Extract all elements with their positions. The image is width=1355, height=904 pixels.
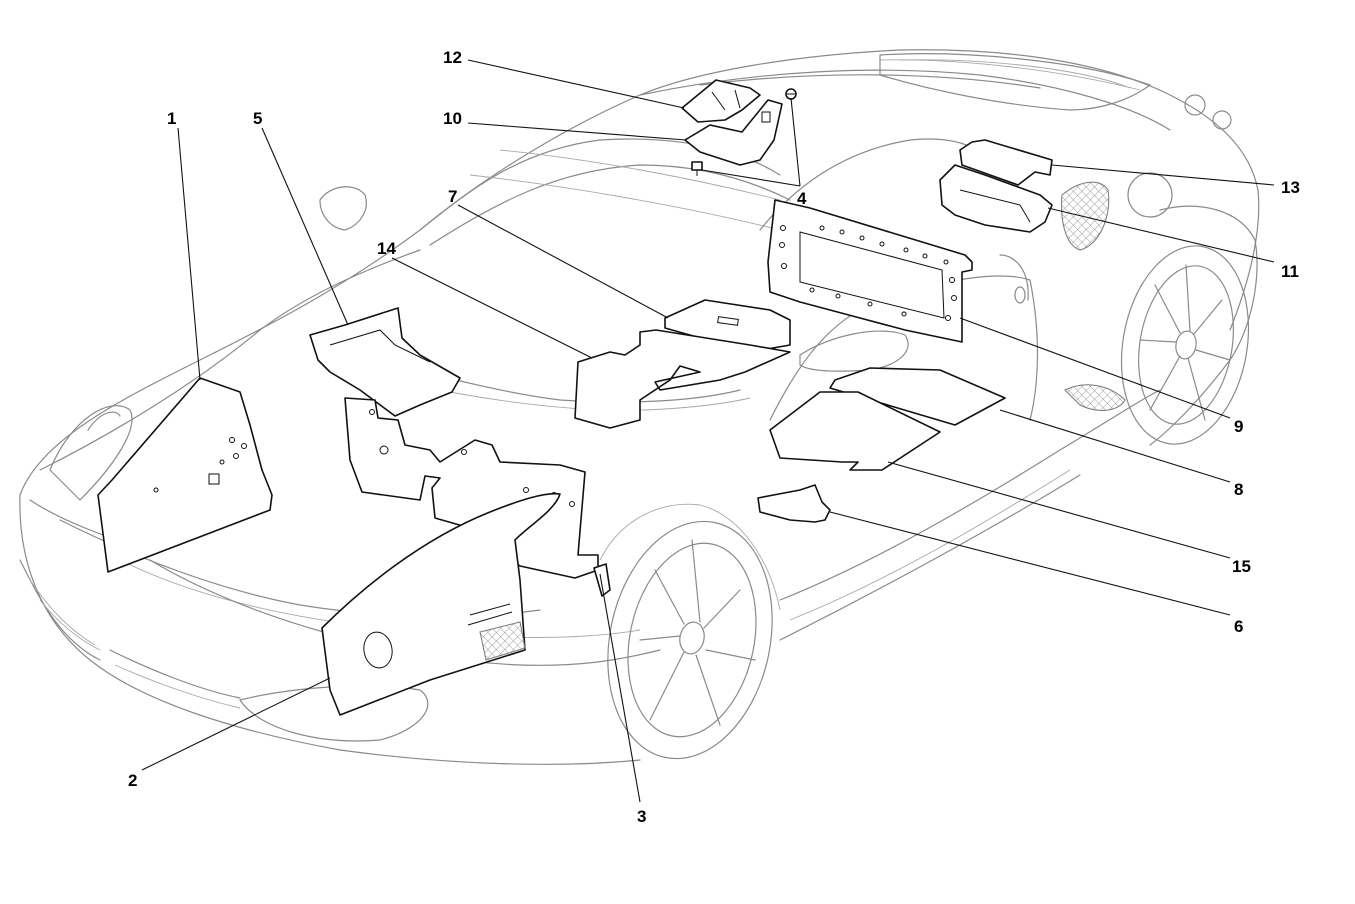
callout-3: 3 xyxy=(637,807,646,826)
part-4-holes xyxy=(779,225,957,321)
part-2-wheel-arch-insulation xyxy=(321,492,561,716)
callout-12: 12 xyxy=(443,48,462,67)
callout-2: 2 xyxy=(128,771,137,790)
callout-leaders xyxy=(141,59,1275,803)
part-6-sill-insulation xyxy=(757,484,831,523)
part-7-floor-pad xyxy=(664,299,791,353)
callout-11: 11 xyxy=(1281,262,1299,281)
callout-9: 9 xyxy=(1234,417,1243,436)
part-10-bracket-lower xyxy=(684,99,783,166)
callout-1: 1 xyxy=(167,109,176,128)
rear-wheel xyxy=(1120,245,1250,445)
callout-5: 5 xyxy=(253,109,262,128)
part-15-floor-insulation xyxy=(769,391,941,471)
callout-labels: 1 2 3 4 5 6 7 8 9 10 11 12 13 14 15 xyxy=(128,48,1300,826)
part-13-rear-upper-insulation xyxy=(959,139,1053,186)
callout-13: 13 xyxy=(1281,178,1300,197)
part-11-rear-lower-insulation xyxy=(939,164,1053,233)
callout-15: 15 xyxy=(1232,557,1251,576)
front-wheel xyxy=(599,503,781,760)
part-4-fastener-screws xyxy=(691,88,797,176)
callout-10: 10 xyxy=(443,109,462,128)
callout-4: 4 xyxy=(797,189,807,208)
callout-7: 7 xyxy=(448,187,457,206)
callout-14: 14 xyxy=(377,239,396,258)
part-8-floor-insulation xyxy=(829,367,1006,426)
car-body-outline xyxy=(19,49,1260,765)
part-4-rear-bulkhead-insulation xyxy=(767,199,973,343)
part-5-firewall-upper-insulation xyxy=(309,307,461,417)
callout-6: 6 xyxy=(1234,617,1243,636)
part-14-tunnel-insulation xyxy=(574,329,791,429)
part-3-fender-insulation xyxy=(593,563,611,597)
callout-8: 8 xyxy=(1234,480,1243,499)
part-12-bracket-top xyxy=(681,79,761,123)
part-1-front-trunk-insulation xyxy=(97,377,273,573)
